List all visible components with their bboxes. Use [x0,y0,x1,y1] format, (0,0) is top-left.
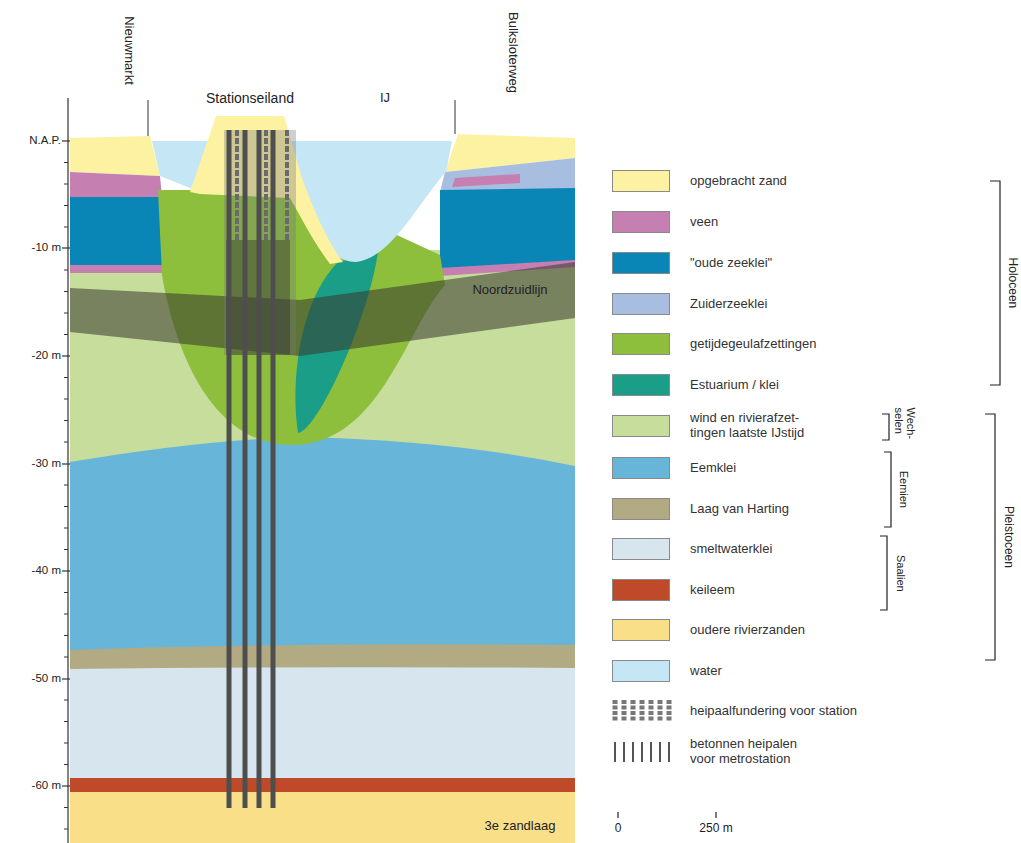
scale-label: 0 [615,822,622,836]
axis-label: -60 m [32,779,61,792]
legend-swatch [612,619,670,641]
axis-label: -20 m [32,349,61,362]
legend-swatch [612,415,670,437]
legend-swatch [612,211,670,233]
legend-text: Laag van Harting [690,502,789,517]
legend-swatch [612,498,670,520]
legend-text: wind en rivierafzet- tingen laatste IJst… [690,411,822,441]
axis-label: -10 m [32,241,61,254]
legend-text: veen [690,215,718,230]
legend-swatch [612,252,670,274]
axis-tick [64,700,68,701]
axis-tick [64,657,68,658]
layer-label: 3e zandlaag [485,819,556,834]
axis-tick [64,635,68,636]
axis-tick [64,184,68,185]
axis-tick [64,334,68,335]
water-label: IJ [380,91,390,106]
legend-swatch [612,660,670,682]
axis-tick [64,807,68,808]
axis-tick [64,162,68,163]
axis-tick [64,592,68,593]
scale-label: 250 m [699,822,732,836]
legend-text: keileem [690,583,735,598]
axis-tick [64,764,68,765]
era-label: Pleistoceen [1001,506,1015,568]
axis-tick [64,270,68,271]
legend-text: heipaalfundering voor station [690,704,857,719]
legend-text: betonnen heipalen voor metrostation [690,737,818,767]
axis-tick [64,420,68,421]
axis-tick [64,721,68,722]
axis-tick [64,291,68,292]
era-label: Saalien [894,555,907,592]
axis-tick [64,442,68,443]
legend-text: smeltwaterklei [690,542,772,557]
axis-tick [64,399,68,400]
era-label: Holoceen [1005,258,1019,309]
place-label: Stationseiland [206,90,294,106]
legend-swatch [612,457,670,479]
legend-swatch [612,333,670,355]
axis-tick [64,227,68,228]
era-label: Eemien [898,470,911,507]
axis-label: -30 m [32,457,61,470]
legend-swatch [612,538,670,560]
era-label: Wech- selen [892,408,915,446]
axis-tick [64,549,68,550]
legend-text: getijdegeulafzettingen [690,337,817,352]
axis-tick [64,743,68,744]
place-label: Nieuwmarkt [121,16,136,85]
legend-swatch [612,293,670,315]
axis-tick [64,485,68,486]
axis-label: -50 m [32,672,61,685]
axis-tick [64,377,68,378]
tunnel-label: Noordzuidlijn [472,283,547,298]
legend-text: Estuarium / klei [690,378,779,393]
legend-swatch [612,579,670,601]
axis-tick [64,829,68,830]
legend-text: opgebracht zand [690,174,787,189]
legend-text: "oude zeeklei" [690,256,772,271]
legend-text: Zuiderzeeklei [690,297,767,312]
legend-swatch [612,374,670,396]
axis-tick [64,313,68,314]
legend-text: oudere rivierzanden [690,623,805,638]
axis-label: N.A.P. [29,134,61,147]
axis-label: -40 m [32,564,61,577]
legend-text: Eemklei [690,461,736,476]
legend-text: water [690,664,722,679]
legend-swatch [612,170,670,192]
axis-tick [64,205,68,206]
axis-tick [64,614,68,615]
axis-tick [64,506,68,507]
axis-tick [64,528,68,529]
place-label: Bulksloterweg [505,12,520,93]
